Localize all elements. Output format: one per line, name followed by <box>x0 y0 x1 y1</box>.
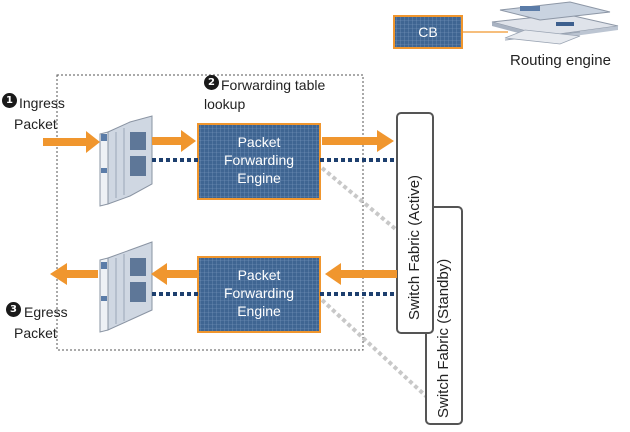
pfe-bottom-line1: Packet <box>237 267 281 283</box>
egress-line-card-icon <box>99 241 153 333</box>
flow-arrows <box>43 130 397 285</box>
routing-engine-label: Routing engine <box>510 52 611 69</box>
ingress-arrow <box>43 138 87 146</box>
switch-fabric-active-box <box>396 112 434 334</box>
pfe-bottom-line2: Forwarding <box>223 285 295 301</box>
pfe-bottom-box <box>197 256 321 333</box>
step-2-badge: 2 <box>204 75 219 90</box>
pfe-bottom-line3: Engine <box>237 303 281 319</box>
step-1-badge: 1 <box>2 93 17 108</box>
routing-engine-icon <box>491 1 619 45</box>
switch-fabric-active-label: Switch Fabric (Active) <box>406 174 423 320</box>
pfe-top-box <box>197 123 321 200</box>
forwarding-label-line1: Forwarding table <box>221 77 326 93</box>
switch-fabric-standby-label: Switch Fabric (Standby) <box>435 258 452 418</box>
ingress-label-line2: Packet <box>14 116 57 132</box>
pfe-to-card-arrow <box>166 270 198 278</box>
step-3-badge: 3 <box>6 302 21 317</box>
pfe-bottom-label: Packet Forwarding Engine <box>198 266 320 320</box>
egress-label-line2: Packet <box>14 325 57 341</box>
link-pfe-bottom-to-standby <box>320 298 430 400</box>
fabric-to-pfe-arrow <box>340 270 397 278</box>
forwarding-label-line2: lookup <box>204 96 246 112</box>
pfe-to-fabric-arrow <box>322 137 378 145</box>
pfe-top-line3: Engine <box>237 170 281 186</box>
ingress-line-card-icon <box>99 115 153 207</box>
pfe-top-line1: Packet <box>237 134 281 150</box>
egress-label-line1: Egress <box>24 304 68 320</box>
pfe-top-label: Packet Forwarding Engine <box>198 133 320 187</box>
ingress-label-line1: Ingress <box>19 95 65 111</box>
cb-label: CB <box>418 24 438 40</box>
pfe-top-line2: Forwarding <box>223 152 295 168</box>
card-to-pfe-arrow <box>152 137 182 145</box>
egress-arrow <box>66 270 98 278</box>
